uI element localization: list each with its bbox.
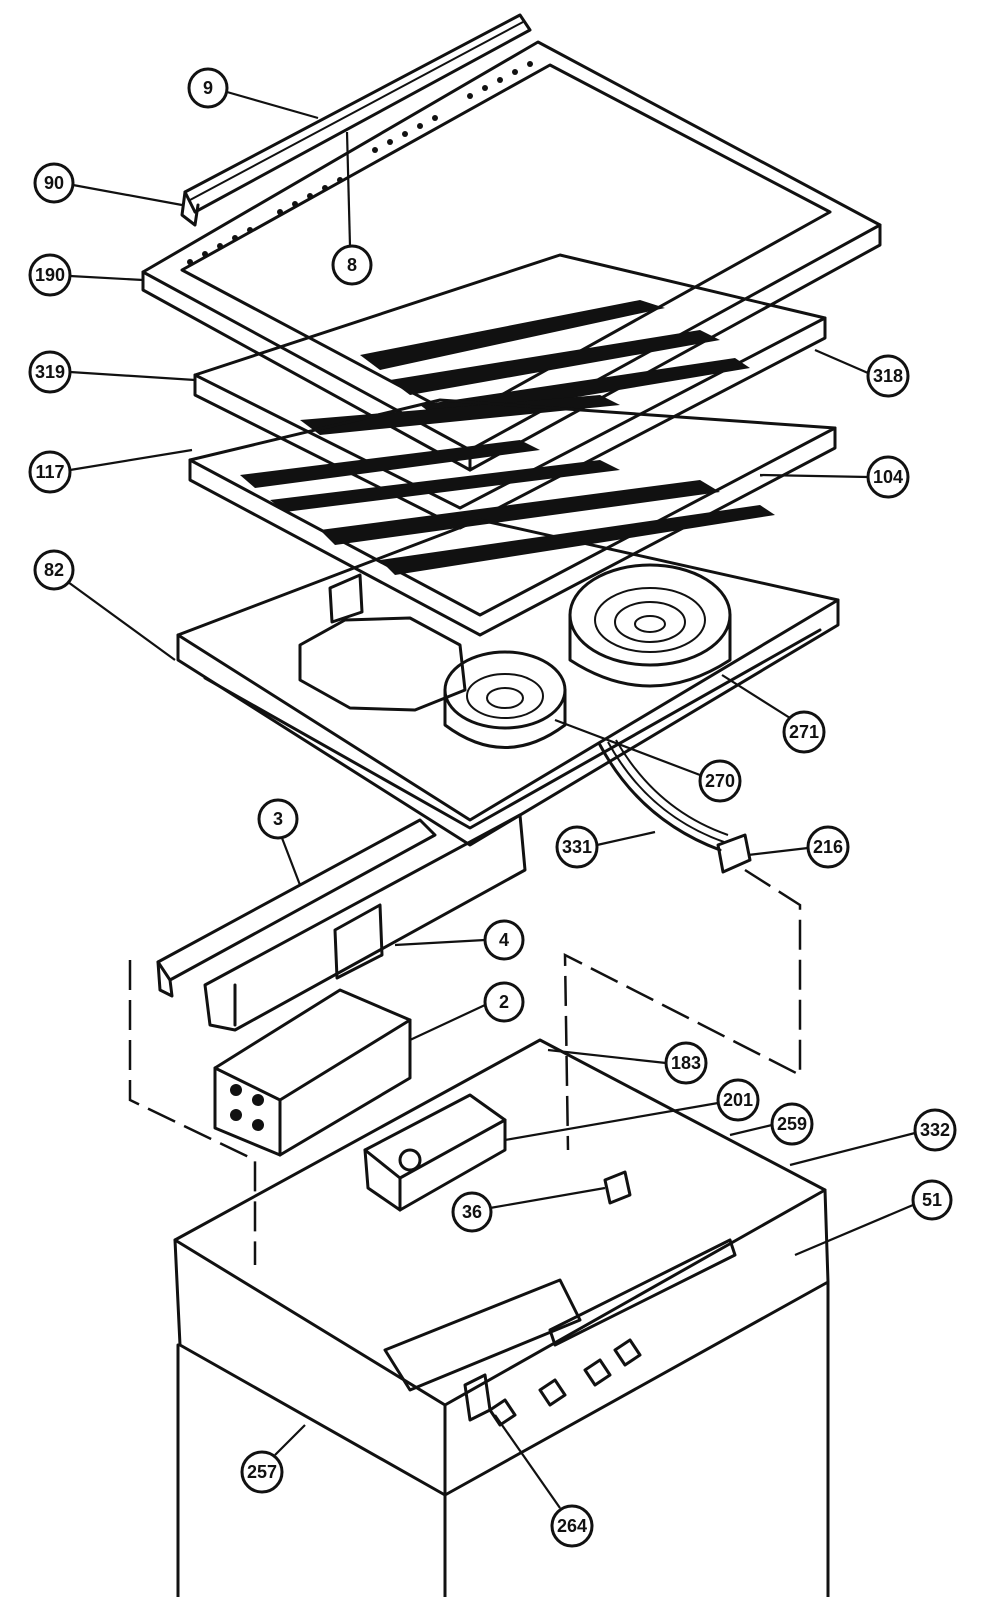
callout-271[interactable]: 271 xyxy=(721,674,826,754)
callout-label: 3 xyxy=(273,809,283,829)
callout-label: 8 xyxy=(347,255,357,275)
callout-label: 117 xyxy=(35,462,64,482)
glass-frame xyxy=(141,40,882,472)
callout-259[interactable]: 259 xyxy=(729,1102,814,1146)
callout-264[interactable]: 264 xyxy=(494,1414,594,1548)
callout-label: 51 xyxy=(922,1190,942,1210)
callout-257[interactable]: 257 xyxy=(240,1424,306,1494)
element-plate xyxy=(188,398,837,637)
callout-label: 332 xyxy=(920,1120,950,1140)
callout-label: 201 xyxy=(723,1090,753,1110)
wire-harness xyxy=(598,739,752,874)
callout-label: 82 xyxy=(44,560,64,580)
terminal-box xyxy=(213,988,412,1157)
callout-label: 319 xyxy=(35,362,65,382)
callout-270[interactable]: 270 xyxy=(554,718,742,803)
callout-label: 216 xyxy=(813,837,843,857)
callout-label: 270 xyxy=(705,771,735,791)
large-burner xyxy=(568,563,732,688)
callout-2[interactable]: 2 xyxy=(409,981,525,1041)
callout-104[interactable]: 104 xyxy=(759,455,910,499)
base-cabinet xyxy=(173,1038,830,1597)
small-burner xyxy=(443,650,567,749)
cooktop-pan xyxy=(176,518,840,847)
callout-label: 183 xyxy=(671,1053,701,1073)
callout-332[interactable]: 332 xyxy=(789,1108,957,1167)
callout-183[interactable]: 183 xyxy=(547,1041,708,1085)
control-bracket-rear xyxy=(156,818,437,998)
callout-label: 190 xyxy=(35,265,65,285)
callout-8[interactable]: 8 xyxy=(331,131,373,286)
callout-9[interactable]: 9 xyxy=(187,67,319,120)
callout-label: 4 xyxy=(499,930,509,950)
callout-label: 318 xyxy=(873,366,903,386)
callout-319[interactable]: 319 xyxy=(28,350,196,394)
callout-201[interactable]: 201 xyxy=(504,1078,760,1142)
callout-label: 257 xyxy=(247,1462,277,1482)
trim-strip xyxy=(180,13,532,227)
callout-label: 259 xyxy=(777,1114,807,1134)
switch-block xyxy=(363,1093,507,1212)
callout-4[interactable]: 4 xyxy=(394,919,525,961)
callout-318[interactable]: 318 xyxy=(814,348,910,398)
callout-label: 331 xyxy=(562,837,592,857)
control-bracket-front xyxy=(203,813,527,1032)
dashed-routing xyxy=(128,868,802,1265)
callout-label: 2 xyxy=(499,992,509,1012)
callout-3[interactable]: 3 xyxy=(257,798,302,886)
callout-331[interactable]: 331 xyxy=(555,825,656,869)
callout-label: 90 xyxy=(44,173,64,193)
callout-label: 104 xyxy=(873,467,903,487)
callout-label: 36 xyxy=(462,1202,482,1222)
callout-36[interactable]: 36 xyxy=(451,1186,606,1233)
callout-label: 264 xyxy=(557,1516,587,1536)
callout-90[interactable]: 90 xyxy=(33,162,183,207)
callout-82[interactable]: 82 xyxy=(33,549,176,661)
callout-117[interactable]: 117 xyxy=(28,448,193,494)
callout-190[interactable]: 190 xyxy=(28,253,144,297)
callout-label: 271 xyxy=(789,722,819,742)
callout-51[interactable]: 51 xyxy=(794,1179,953,1257)
callout-216[interactable]: 216 xyxy=(747,825,850,869)
callout-label: 9 xyxy=(203,78,213,98)
